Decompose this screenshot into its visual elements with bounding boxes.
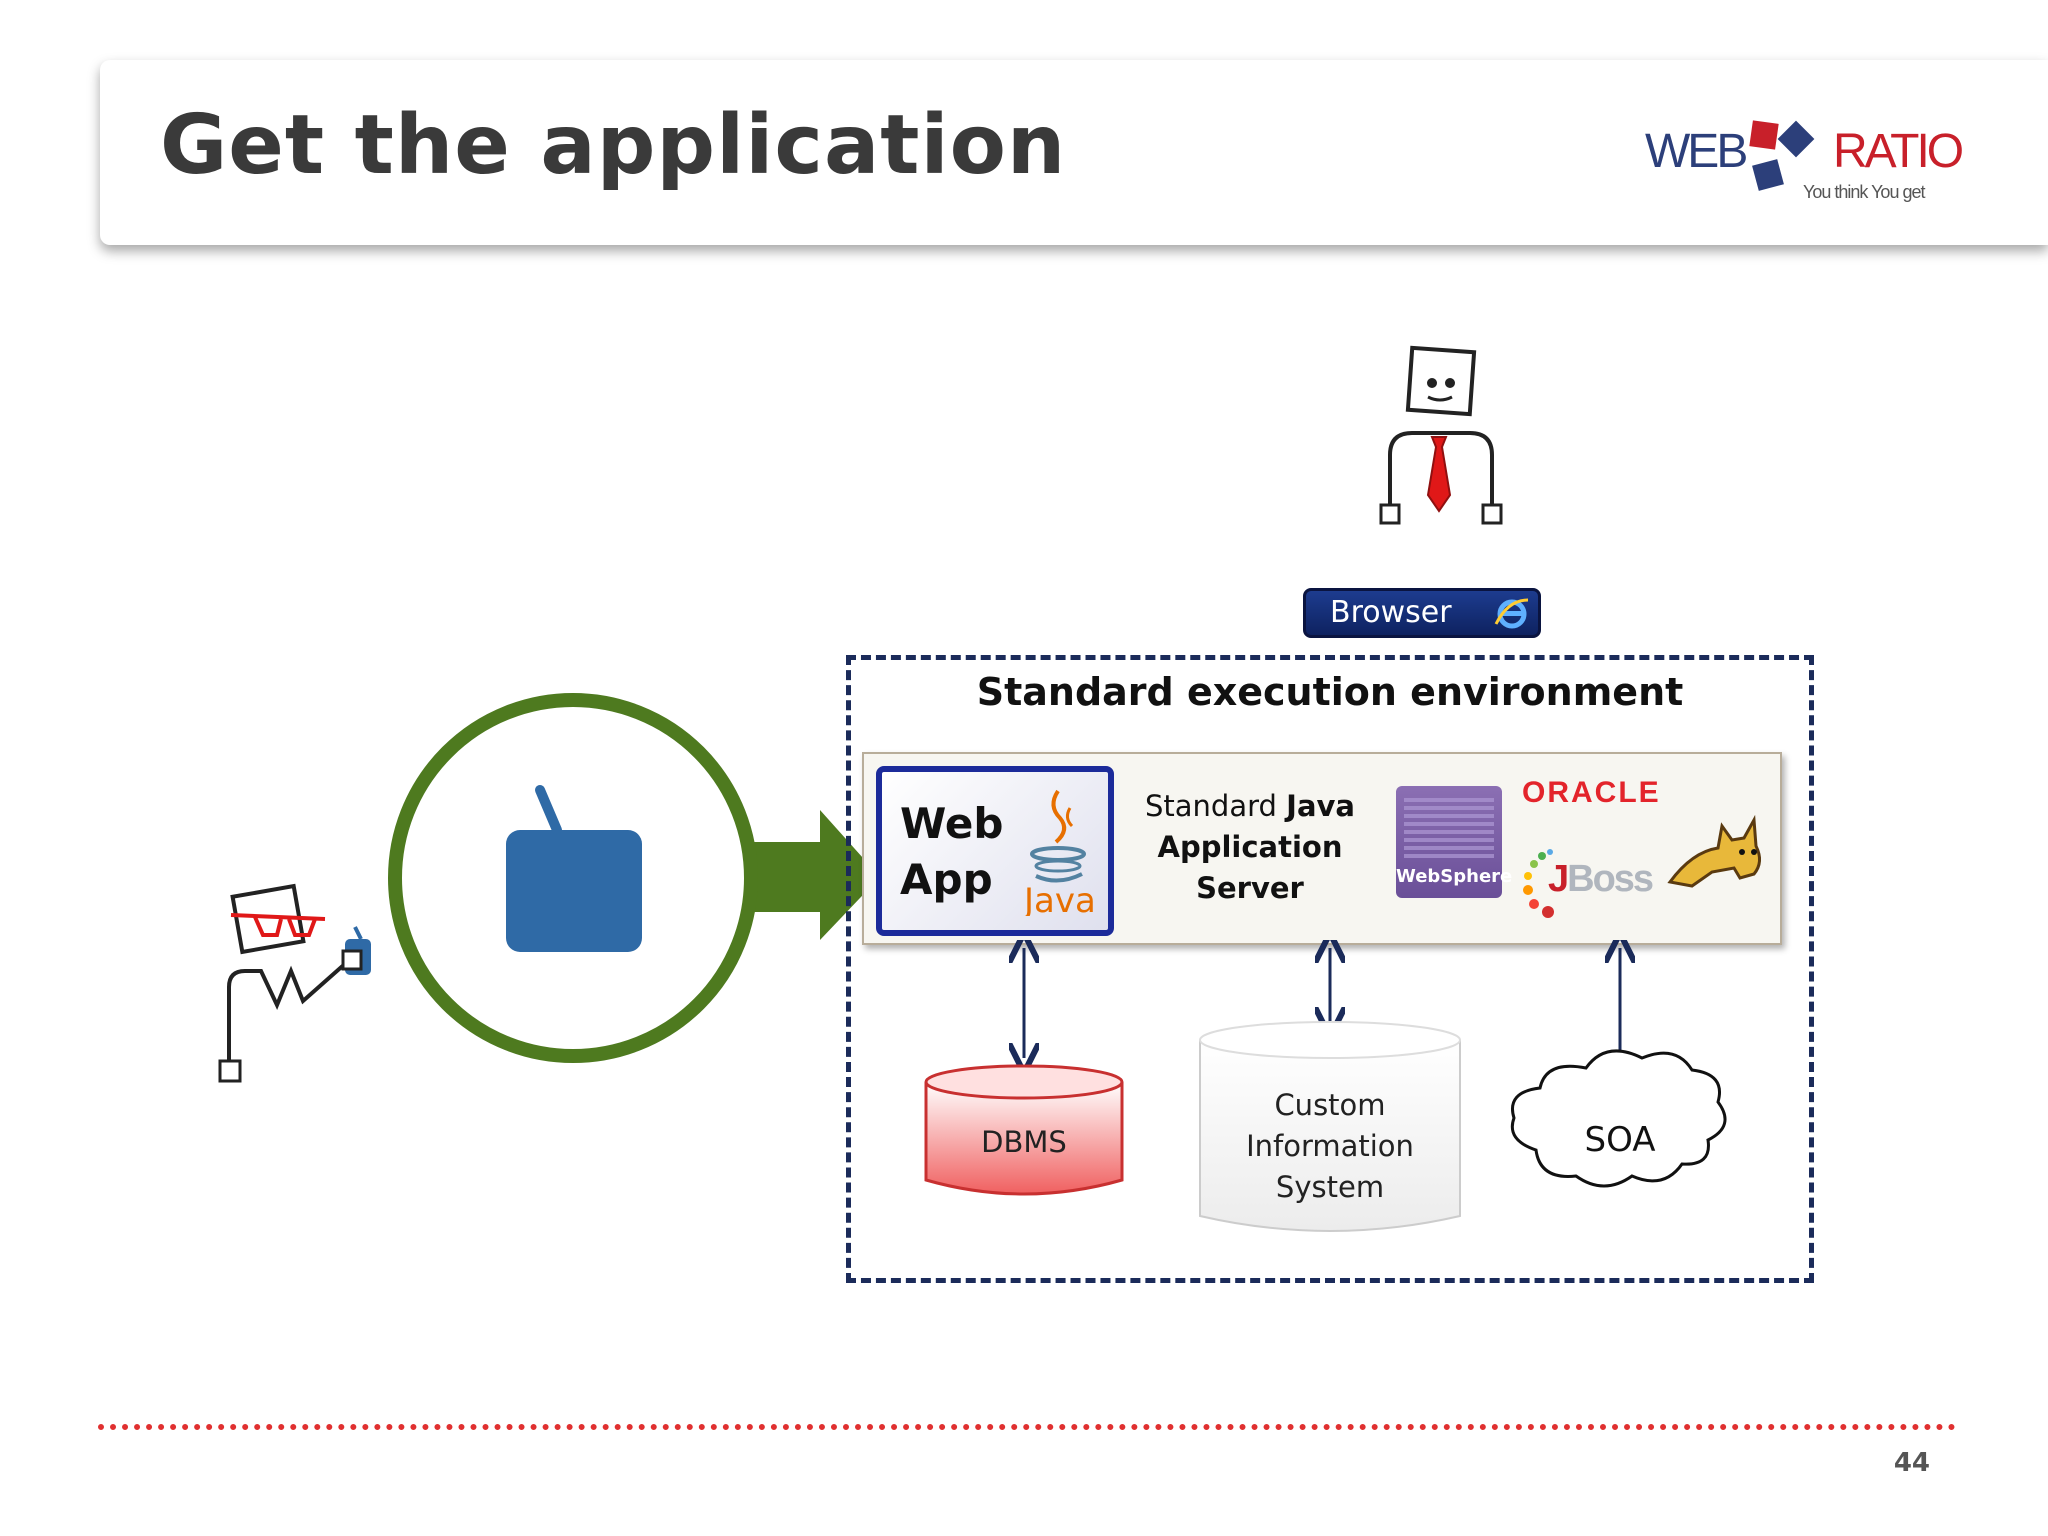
logo-left-text: WEB xyxy=(1645,125,1748,178)
cis-line1: Custom xyxy=(1274,1088,1386,1122)
soa-label: SOA xyxy=(1584,1120,1656,1160)
cis-cylinder-icon xyxy=(1199,1021,1461,1232)
web-app-label: Web App xyxy=(900,796,1003,908)
page-number: 44 xyxy=(1893,1448,1930,1478)
cis-line2: Information xyxy=(1246,1129,1414,1163)
server-java: Java xyxy=(1286,789,1355,823)
browser-button[interactable] xyxy=(1303,588,1541,638)
app-circle-and-arrow xyxy=(388,693,880,1063)
websphere-text: WebSphere xyxy=(1396,866,1513,887)
server-line3: Server xyxy=(1196,871,1304,905)
browser-label: Browser xyxy=(1330,595,1452,630)
footer-divider xyxy=(98,1424,1956,1430)
server-line2: Application xyxy=(1157,830,1343,864)
logo-squares-icon xyxy=(1749,120,1815,191)
server-prefix: Standard xyxy=(1145,789,1287,823)
webratio-logo: WEB RATIO You think You get xyxy=(1645,118,1975,208)
cis-line3: System xyxy=(1275,1170,1385,1204)
websphere-logo: WebSphere xyxy=(1396,786,1513,898)
connectors-and-nodes xyxy=(924,940,1727,1232)
ibm-bars-icon xyxy=(1404,798,1494,858)
soa-cloud-icon xyxy=(1510,1049,1727,1188)
logo-tagline: You think You get xyxy=(1803,182,1925,202)
jboss-dots-icon xyxy=(1523,849,1554,918)
environment-title: Standard execution environment xyxy=(976,670,1684,714)
internet-explorer-icon xyxy=(1494,598,1529,629)
tomcat-icon xyxy=(1667,814,1761,888)
web-app-line2: App xyxy=(900,855,993,904)
custom-information-system-label: Custom Information System xyxy=(1200,1085,1460,1208)
oracle-logo: ORACLE xyxy=(1522,776,1661,809)
web-app-line1: Web xyxy=(900,799,1004,848)
java-application-server-label: Standard Java Application Server xyxy=(1140,786,1360,909)
logo-right-text: RATIO xyxy=(1833,125,1964,178)
execution-environment-box xyxy=(846,655,1814,1283)
java-text: Java xyxy=(1022,881,1096,916)
dbms-label: DBMS xyxy=(981,1125,1067,1159)
app-icon xyxy=(506,830,642,952)
jboss-logo: JBoss xyxy=(1548,858,1654,901)
jboss-j: J xyxy=(1548,858,1569,900)
java-icon: Java xyxy=(1022,789,1096,916)
page-title: Get the application xyxy=(160,98,1067,193)
dbms-cylinder-icon xyxy=(924,1064,1124,1196)
jboss-rest: Boss xyxy=(1567,858,1654,900)
end-user-figure-icon xyxy=(1379,345,1503,525)
slide-header xyxy=(100,60,2048,245)
developer-figure-icon xyxy=(218,883,371,1083)
